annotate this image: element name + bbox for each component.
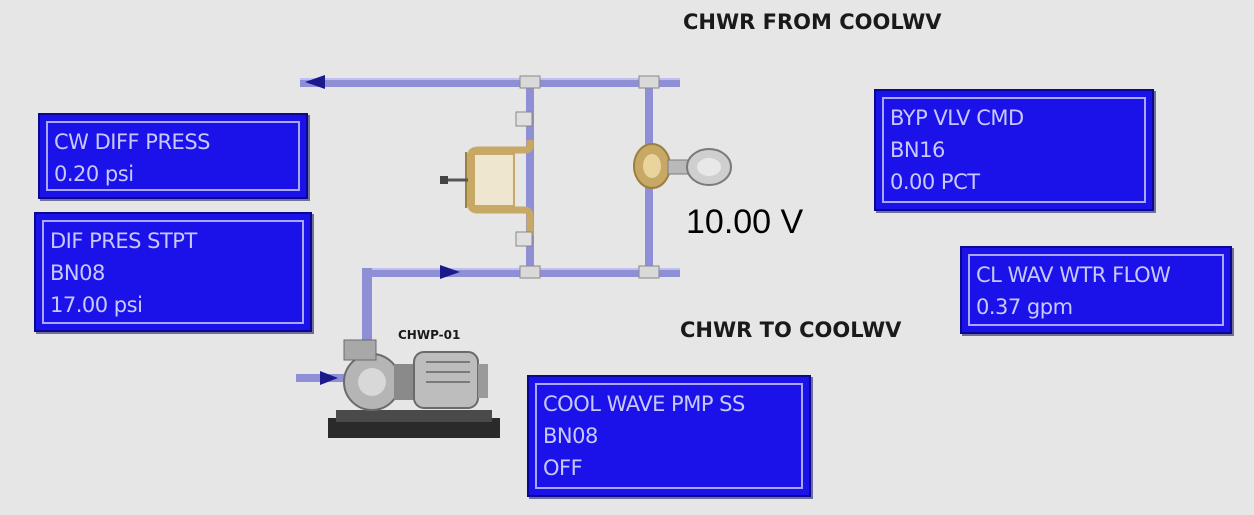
valve-actuator-icon[interactable] [633, 143, 732, 189]
panel-point-name: CL WAV WTR FLOW [976, 263, 1171, 287]
pump-motor-icon[interactable] [328, 339, 500, 438]
cl-wav-wtr-flow-panel[interactable]: CL WAV WTR FLOW 0.37 gpm [960, 246, 1232, 334]
pump-discharge-pipe [362, 268, 372, 348]
flow-arrow-right-icon [320, 371, 338, 385]
cw-diff-press-panel[interactable]: CW DIFF PRESS 0.20 psi [38, 113, 308, 199]
panel-point-value: 17.00 psi [50, 293, 143, 317]
panel-point-name: COOL WAVE PMP SS [543, 392, 745, 416]
panel-point-id: BN08 [50, 261, 105, 285]
byp-vlv-cmd-panel[interactable]: BYP VLV CMD BN16 0.00 PCT [874, 89, 1154, 211]
three-way-valve-icon[interactable] [440, 111, 534, 247]
panel-point-name: BYP VLV CMD [890, 106, 1024, 130]
bypass-left-leg [526, 84, 534, 272]
panel-point-name: DIF PRES STPT [50, 229, 197, 253]
chwr-to-label: CHWR TO COOLWV [680, 318, 902, 342]
cool-wave-pmp-ss-panel[interactable]: COOL WAVE PMP SS BN08 OFF [527, 375, 811, 497]
panel-point-value: 0.37 gpm [976, 295, 1073, 319]
panel-point-name: CW DIFF PRESS [54, 130, 210, 154]
panel-point-value: OFF [543, 456, 583, 480]
panel-point-id: BN16 [890, 138, 945, 162]
actuator-voltage-readout: 10.00 V [686, 203, 804, 241]
flow-arrow-right-icon [440, 265, 460, 279]
pump-tag-label: CHWP-01 [398, 328, 461, 342]
panel-point-value: 0.20 psi [54, 162, 134, 186]
return-from-pipe [300, 78, 680, 87]
dif-pres-stpt-panel[interactable]: DIF PRES STPT BN08 17.00 psi [34, 212, 312, 332]
panel-point-id: BN08 [543, 424, 598, 448]
flow-arrow-left-icon [305, 75, 325, 89]
panel-point-value: 0.00 PCT [890, 170, 980, 194]
chwr-from-label: CHWR FROM COOLWV [683, 10, 942, 34]
